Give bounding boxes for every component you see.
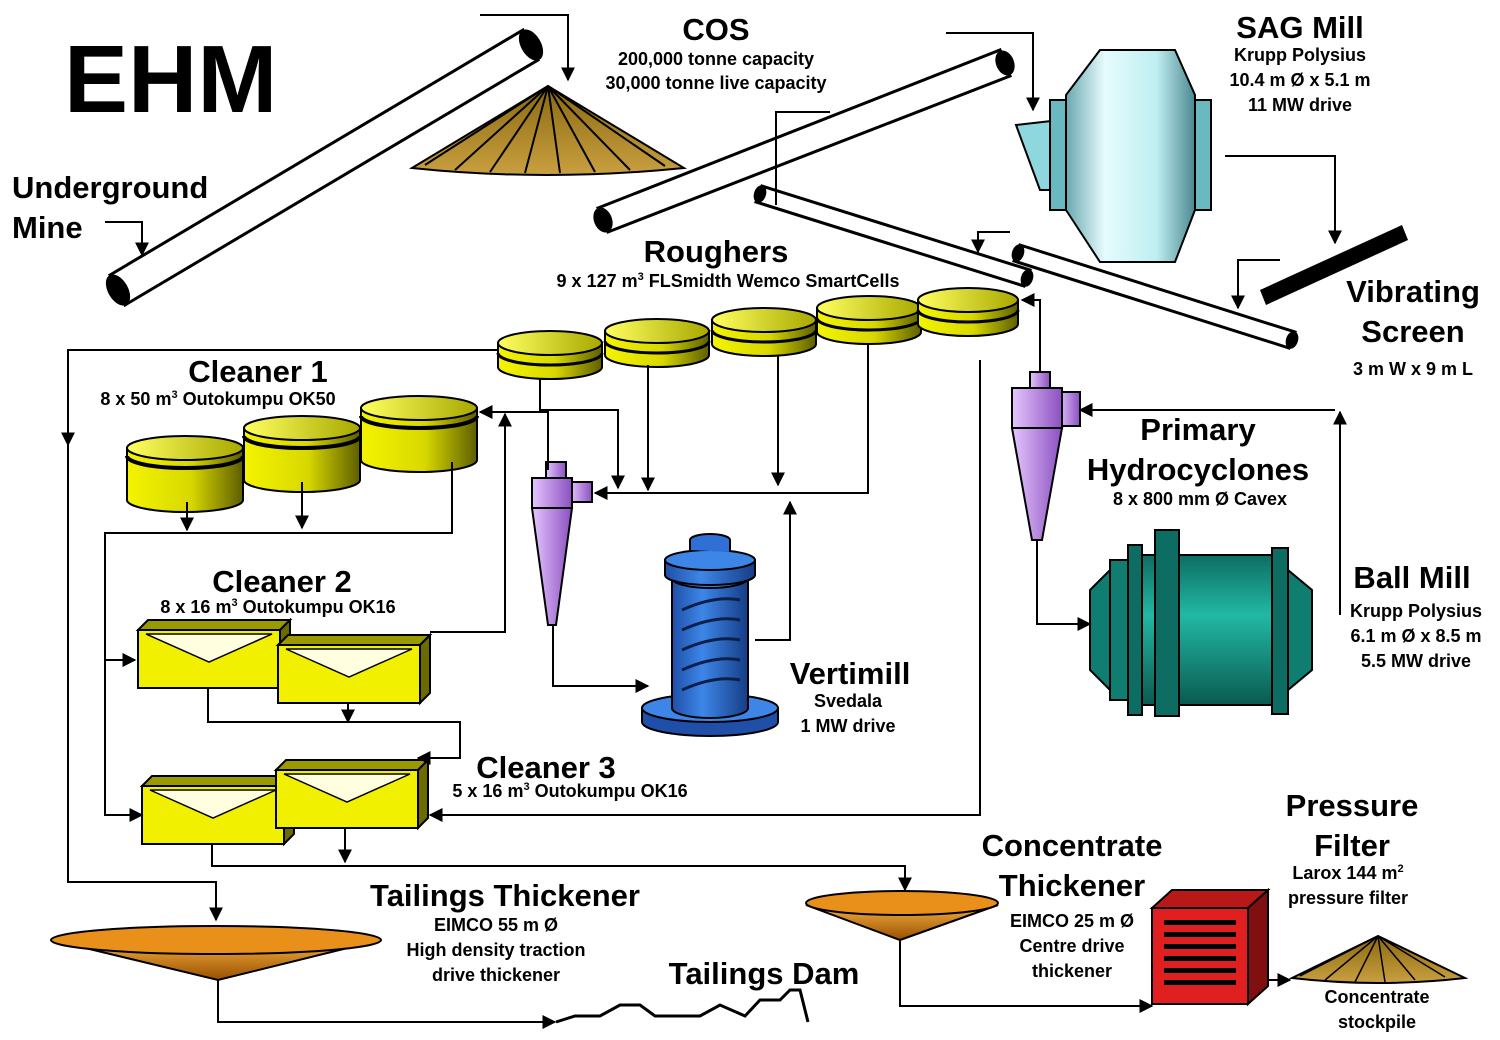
vertimill-title: Vertimill [789, 656, 911, 691]
sag-mill-drive: 11 MW drive [1247, 95, 1353, 115]
cleaner2-cell [135, 617, 293, 691]
cleaner2-spec: 8 x 16 m3 Outokumpu OK16 [160, 597, 396, 617]
concentrate-stockpile-label-2: stockpile [1337, 1012, 1417, 1032]
vibrating-screen-size: 3 m W x 9 m L [1352, 359, 1474, 379]
cleaner2-title: Cleaner 2 [212, 564, 352, 599]
rougher-cell [603, 318, 711, 368]
roughers-spec: 9 x 127 m3 FLSmidth Wemco SmartCells [556, 271, 900, 291]
concentrate-thickener-drive: Centre drive [1019, 936, 1125, 956]
regrind-cyclone [530, 461, 593, 626]
vibrating-screen [1260, 225, 1408, 305]
pressure-filter [1149, 887, 1271, 1007]
cleaner3-cell [139, 773, 297, 847]
ball-mill [1089, 529, 1313, 717]
ball-mill-drive: 5.5 MW drive [1360, 651, 1472, 671]
cleaner1-cells [125, 395, 479, 513]
cleaner1-cell [125, 435, 245, 513]
conveyor-screen-oversize [1011, 243, 1299, 350]
primary-hydrocyclones-title-2: Hydrocyclones [1086, 452, 1310, 487]
concentrate-thickener [805, 890, 999, 942]
concentrate-stockpile [1288, 934, 1469, 984]
vertimill [641, 533, 779, 737]
cos-live-capacity: 30,000 tonne live capacity [605, 73, 827, 93]
concentrate-thickener-type: thickener [1031, 961, 1113, 981]
primary-hydrocyclones-spec: 8 x 800 mm Ø Cavex [1112, 489, 1288, 509]
cos-title: COS [682, 12, 750, 47]
roughers-title: Roughers [643, 234, 789, 269]
pressure-filter-title: Pressure [1285, 788, 1419, 823]
ball-mill-title: Ball Mill [1353, 560, 1471, 595]
sag-mill [1014, 49, 1212, 263]
concentrate-thickener-title: Concentrate [981, 828, 1163, 863]
cleaner2-cell [275, 632, 433, 706]
tailings-thickener [50, 925, 382, 982]
underground-mine-label-2: Mine [12, 210, 83, 245]
vibrating-screen-title-2: Screen [1361, 314, 1465, 349]
tailings-thickener-spec: EIMCO 55 m Ø [433, 915, 559, 935]
cleaner3-title: Cleaner 3 [476, 750, 616, 785]
cleaner1-spec: 8 x 50 m3 Outokumpu OK50 [100, 389, 336, 409]
cleaner1-cell [359, 395, 479, 473]
primary-hydrocyclones-title: Primary [1140, 412, 1256, 447]
rougher-cell [815, 295, 923, 345]
tailings-thickener-title: Tailings Thickener [370, 878, 640, 913]
sag-mill-maker: Krupp Polysius [1233, 45, 1367, 65]
cleaner3-cells [139, 757, 431, 847]
cos-stockpile [408, 84, 688, 176]
primary-hydrocyclone [1010, 371, 1081, 541]
tailings-dam [555, 988, 810, 1024]
cleaner1-title: Cleaner 1 [188, 354, 328, 389]
tailings-thickener-type: drive thickener [431, 965, 561, 985]
flow-lines [61, 14, 1347, 1029]
conveyor-mine-to-cos [105, 27, 544, 308]
sag-mill-size: 10.4 m Ø x 5.1 m [1229, 70, 1371, 90]
concentrate-stockpile-label: Concentrate [1324, 987, 1430, 1007]
concentrate-thickener-title-2: Thickener [998, 868, 1146, 903]
conveyor-pebble-return [753, 184, 1034, 288]
pressure-filter-spec-2: pressure filter [1287, 888, 1409, 908]
rougher-cell [496, 330, 604, 380]
sag-mill-title: SAG Mill [1236, 10, 1364, 45]
ball-mill-maker: Krupp Polysius [1349, 601, 1483, 621]
rougher-cells [496, 287, 1020, 380]
rougher-cell [710, 307, 818, 357]
diagram-title: EHM [64, 26, 278, 133]
cleaner1-cell [242, 415, 362, 493]
pressure-filter-spec: Larox 144 m2 [1292, 863, 1404, 883]
conveyor-cos-to-sag [593, 48, 1015, 234]
cleaner3-spec: 5 x 16 m3 Outokumpu OK16 [452, 781, 688, 801]
tailings-thickener-drive: High density traction [406, 940, 586, 960]
vertimill-drive: 1 MW drive [800, 716, 896, 736]
pressure-filter-title-2: Filter [1314, 828, 1390, 863]
tailings-dam-title: Tailings Dam [668, 956, 860, 991]
vibrating-screen-title: Vibrating [1346, 274, 1480, 309]
concentrate-thickener-spec: EIMCO 25 m Ø [1009, 911, 1135, 931]
rougher-cell [916, 287, 1020, 337]
vertimill-maker: Svedala [813, 691, 883, 711]
cleaner3-cell [273, 757, 431, 831]
underground-mine-label: Underground [12, 170, 209, 205]
cleaner2-cells [135, 617, 433, 706]
ball-mill-size: 6.1 m Ø x 8.5 m [1350, 626, 1482, 646]
cos-capacity: 200,000 tonne capacity [617, 49, 815, 69]
